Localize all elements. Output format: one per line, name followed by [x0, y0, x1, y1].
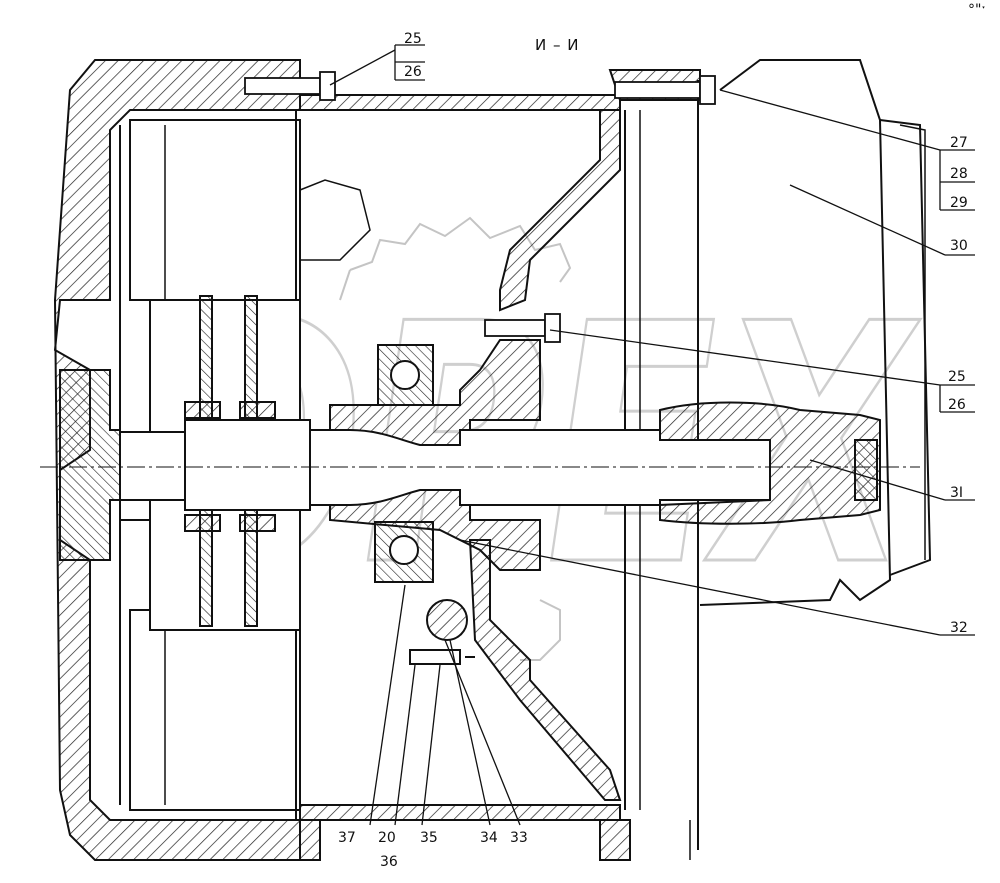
callout-36: 36: [380, 854, 398, 870]
section-title: И – И: [535, 36, 579, 54]
bolt-top-right: [614, 75, 716, 105]
clutch-housing: [53, 59, 301, 861]
callout-32: 32: [950, 620, 968, 636]
leader-lines: [329, 44, 975, 826]
callout-25-top: 25: [404, 31, 422, 47]
callout-20: 20: [378, 830, 396, 846]
callout-25-mid: 25: [948, 369, 966, 385]
release-fork-shaft: [409, 599, 475, 665]
bolt-top-left: [244, 71, 336, 101]
callout-31: 3I: [950, 485, 963, 501]
gear-watermark-icon: [339, 216, 572, 661]
callout-34: 34: [480, 830, 498, 846]
bolt-mid: [484, 313, 561, 343]
callout-26-mid: 26: [948, 397, 966, 413]
gearbox-housing: [299, 69, 701, 861]
callout-29: 29: [950, 195, 968, 211]
callout-37: 37: [338, 830, 356, 846]
callout-27: 27: [950, 135, 968, 151]
upper-bearing: [377, 344, 434, 406]
callout-26-top: 26: [404, 64, 422, 80]
callout-30: 30: [950, 238, 968, 254]
corner-mark: °"ˑ: [968, 2, 986, 18]
callout-33: 33: [510, 830, 528, 846]
callout-35: 35: [420, 830, 438, 846]
lower-bearing: [374, 521, 434, 583]
callout-28: 28: [950, 166, 968, 182]
input-shaft: [40, 419, 920, 511]
output-housing: [659, 59, 932, 606]
